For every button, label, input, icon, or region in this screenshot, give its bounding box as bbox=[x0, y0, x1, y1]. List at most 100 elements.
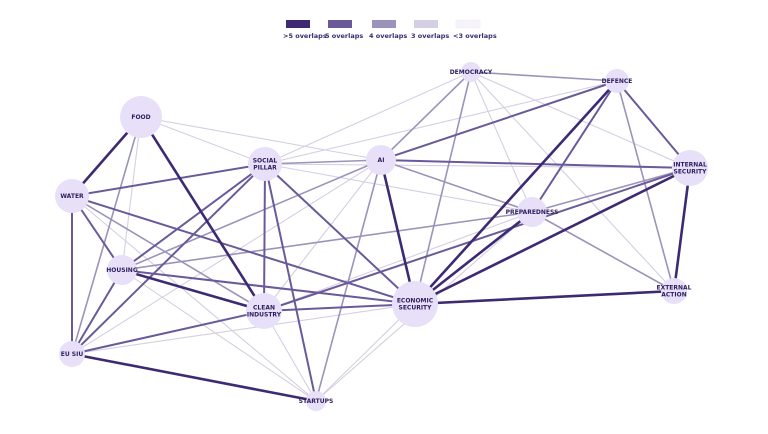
node-label: SECURITY bbox=[674, 169, 708, 176]
edge-defence-preparedness bbox=[531, 80, 618, 213]
edge-ai-clean bbox=[263, 159, 382, 312]
edge-clean-internal bbox=[263, 167, 691, 312]
edge-eusiu-food bbox=[71, 116, 142, 355]
edge-internal-external bbox=[672, 166, 692, 293]
node-circle bbox=[366, 145, 396, 175]
legend-swatch bbox=[328, 20, 352, 28]
edge-water-clean bbox=[71, 195, 265, 312]
legend-item-4: 4 overlaps bbox=[369, 20, 407, 40]
edge-democracy-defence bbox=[470, 71, 618, 82]
node-circle bbox=[661, 278, 687, 304]
edge-social-preparedness bbox=[264, 163, 533, 213]
node-circle bbox=[248, 147, 282, 181]
node-food[interactable]: FOOD bbox=[120, 96, 162, 138]
edge-housing-startups bbox=[121, 269, 317, 402]
node-label: ECONOMIC bbox=[397, 298, 434, 305]
legend-label: <3 overlaps bbox=[453, 32, 497, 40]
node-preparedness[interactable]: PREPAREDNESS bbox=[506, 197, 559, 227]
node-startups[interactable]: STARTUPS bbox=[299, 391, 334, 411]
node-water[interactable]: WATER bbox=[55, 179, 89, 213]
edge-social-economic bbox=[264, 163, 416, 305]
node-circle bbox=[306, 391, 326, 411]
edge-social-democracy bbox=[264, 71, 472, 165]
legend-item-5: 5 overlaps bbox=[325, 20, 363, 40]
edge-eusiu-economic bbox=[71, 303, 416, 355]
edge-defence-external bbox=[616, 80, 675, 292]
edge-economic-defence bbox=[413, 79, 619, 306]
edge-social-ai bbox=[264, 159, 382, 165]
legend-item-lt3: <3 overlaps bbox=[453, 19, 497, 40]
edge-clean-preparedness bbox=[263, 211, 533, 312]
node-housing[interactable]: HOUSING bbox=[106, 255, 138, 285]
edge-ai-eusiu bbox=[71, 159, 382, 355]
legend-item-3: 3 overlaps bbox=[411, 20, 449, 40]
node-democracy[interactable]: DEMOCRACY bbox=[450, 62, 493, 82]
edge-economic-startups bbox=[315, 303, 416, 402]
node-label: INDUSTRY bbox=[247, 312, 282, 319]
node-label: FOOD bbox=[131, 114, 150, 121]
node-label: EXTERNAL bbox=[656, 285, 691, 292]
edge-social-startups bbox=[264, 163, 317, 402]
node-label: ACTION bbox=[661, 292, 687, 299]
edge-economic-internal bbox=[413, 166, 692, 306]
node-circle bbox=[672, 150, 708, 186]
node-label: DEMOCRACY bbox=[450, 69, 493, 76]
node-label: SOCIAL bbox=[253, 158, 278, 165]
edge-social-defence bbox=[264, 80, 618, 165]
node-circle bbox=[120, 96, 162, 138]
edge-social-water bbox=[71, 163, 266, 197]
edges-layer bbox=[70, 71, 692, 403]
edge-housing-preparedness bbox=[121, 211, 533, 271]
node-circle bbox=[107, 255, 137, 285]
edge-defence-ai bbox=[380, 80, 618, 161]
edge-housing-social bbox=[121, 163, 266, 271]
node-ai[interactable]: AI bbox=[366, 145, 396, 175]
edge-democracy-ai bbox=[380, 71, 472, 161]
edge-water-economic bbox=[71, 195, 416, 305]
edge-food-social bbox=[140, 116, 266, 165]
node-defence[interactable]: DEFENCE bbox=[602, 69, 633, 93]
node-label: PILLAR bbox=[253, 165, 277, 172]
legend-swatch bbox=[286, 20, 310, 28]
node-circle bbox=[246, 293, 282, 329]
legend-swatch bbox=[372, 20, 396, 28]
edge-economic-ai bbox=[379, 158, 417, 306]
node-label: WATER bbox=[60, 193, 84, 200]
edge-eusiu-clean bbox=[71, 310, 265, 355]
node-circle bbox=[605, 69, 629, 93]
edge-water-startups bbox=[71, 195, 317, 402]
legend-label: 5 overlaps bbox=[325, 32, 363, 40]
edge-democracy-preparedness bbox=[470, 71, 533, 213]
node-eusiu[interactable]: EU SIU bbox=[59, 341, 85, 367]
edge-democracy-external bbox=[470, 71, 675, 292]
edge-housing-ai bbox=[121, 159, 382, 271]
edge-economic-external bbox=[413, 289, 676, 306]
edge-social-clean bbox=[263, 163, 266, 312]
edge-eusiu-startups bbox=[70, 352, 318, 403]
node-circle bbox=[59, 341, 85, 367]
legend-label: 4 overlaps bbox=[369, 32, 407, 40]
legend-item-gt5: >5 overlaps bbox=[283, 20, 327, 40]
edge-eusiu-social bbox=[71, 163, 266, 355]
edge-eusiu-housing bbox=[71, 269, 123, 355]
node-label: DEFENCE bbox=[602, 78, 633, 85]
legend-swatch bbox=[455, 19, 481, 29]
node-circle bbox=[461, 62, 481, 82]
edge-clean-economic bbox=[263, 303, 416, 312]
edge-preparedness-internal bbox=[531, 167, 691, 213]
node-circle bbox=[392, 281, 438, 327]
legend-swatch bbox=[414, 20, 438, 28]
edge-housing-economic bbox=[121, 269, 416, 305]
node-circle bbox=[517, 197, 547, 227]
edge-preparedness-external bbox=[531, 211, 675, 292]
node-label: HOUSING bbox=[106, 267, 138, 274]
edge-housing-clean bbox=[120, 268, 266, 313]
legend-label: >5 overlaps bbox=[283, 32, 327, 40]
